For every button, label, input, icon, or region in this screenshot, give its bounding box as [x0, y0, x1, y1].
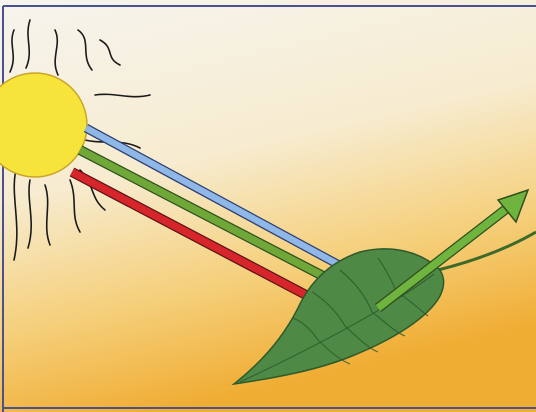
background [0, 0, 536, 412]
light-leaf-diagram [0, 0, 536, 412]
